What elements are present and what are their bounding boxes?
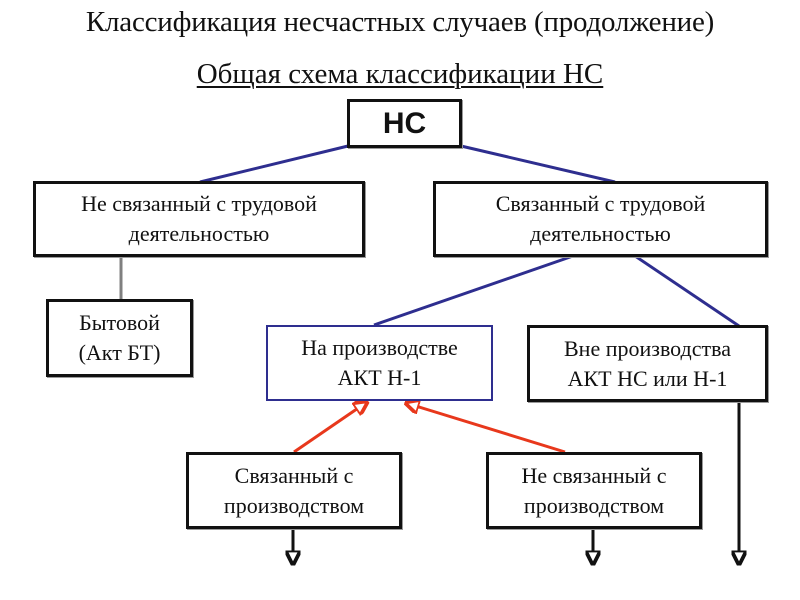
arrow-related-to-at-production xyxy=(293,402,367,454)
node-related-production: Связанный с производством xyxy=(186,452,402,529)
node-work-line1: Связанный с трудовой xyxy=(495,191,706,216)
node-not-related-production-line2: производством xyxy=(523,492,665,518)
edge-work-at-production xyxy=(373,254,574,327)
node-root-hc: НС xyxy=(347,99,462,148)
node-outside-production: Вне производства АКТ НС или Н-1 xyxy=(527,325,768,402)
edge-root-not-work xyxy=(199,144,349,184)
node-not-work-related: Не связанный с трудовой деятельностью xyxy=(33,181,365,257)
node-at-production: На производстве АКТ Н-1 xyxy=(266,325,493,401)
node-at-production-line1: На производстве xyxy=(301,335,458,360)
node-not-related-production-line1: Не связанный с xyxy=(521,462,667,488)
slide-title: Классификация несчастных случаев (продол… xyxy=(85,6,715,38)
node-related-production-line2: производством xyxy=(223,492,365,518)
slide-subtitle: Общая схема классификации НС xyxy=(0,58,800,91)
node-related-production-line1: Связанный с xyxy=(234,462,354,488)
arrow-not-related-to-at-production xyxy=(406,403,566,454)
node-root-label: НС xyxy=(382,106,427,140)
node-not-work-line2: деятельностью xyxy=(128,221,270,246)
node-outside-production-line2: АКТ НС или Н-1 xyxy=(567,365,728,391)
edge-root-work xyxy=(460,144,616,184)
node-not-related-production: Не связанный с производством xyxy=(486,452,702,529)
subtitle-text: Общая схема классификации НС xyxy=(196,58,604,90)
node-not-work-line1: Не связанный с трудовой xyxy=(81,191,317,216)
node-outside-production-line1: Вне производства xyxy=(564,335,731,361)
node-household-line1: Бытовой xyxy=(79,310,160,335)
node-household-line2: (Акт БТ) xyxy=(78,340,161,365)
node-at-production-line2: АКТ Н-1 xyxy=(337,365,422,390)
edge-work-outside-production xyxy=(634,254,740,328)
node-work-line2: деятельностью xyxy=(530,221,671,246)
node-work-related: Связанный с трудовой деятельностью xyxy=(433,181,768,257)
node-household: Бытовой (Акт БТ) xyxy=(46,299,193,377)
